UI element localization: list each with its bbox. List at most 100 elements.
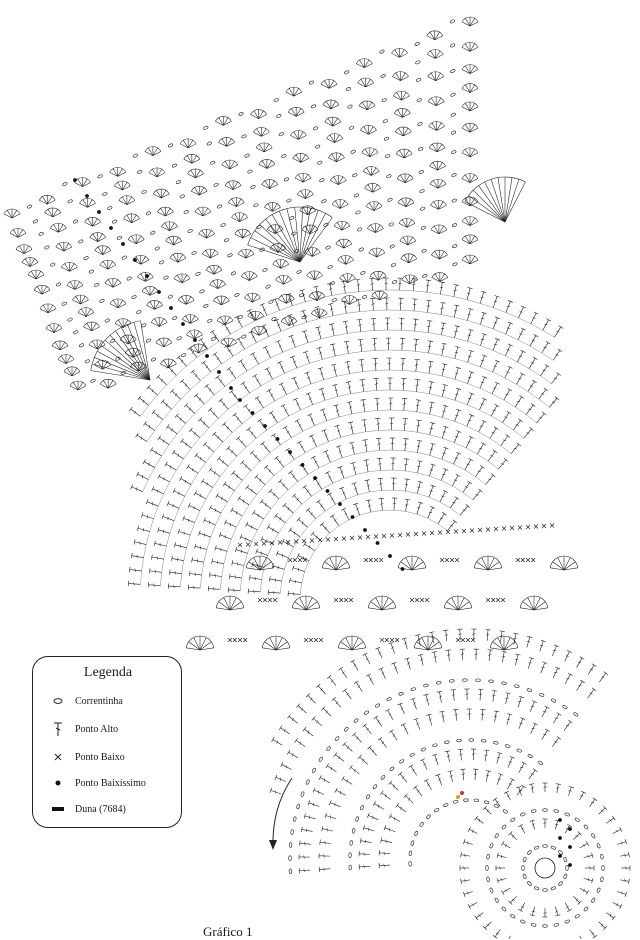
double-crochet-stitch [289,528,300,537]
legend: Legenda Correntinha Ponto Alto Ponto Bai… [32,656,182,828]
chain-stitch [321,199,326,203]
double-crochet-stitch [292,565,304,571]
chain-stitch [414,42,419,46]
double-crochet-stitch [322,429,329,441]
double-crochet-stitch [424,779,432,790]
single-crochet-stitch [390,534,394,538]
chain-stitch [389,766,394,771]
double-crochet-stitch [613,827,622,833]
fan-cluster [431,250,447,259]
single-crochet-stitch [438,531,442,535]
chain-stitch [327,265,332,269]
double-crochet-stitch [396,803,406,812]
double-crochet-stitch [293,398,300,410]
double-crochet-stitch [367,746,376,756]
chain-stitch [281,154,286,158]
chain-stitch [523,874,527,879]
chain-stitch [94,283,99,287]
double-crochet-stitch [380,791,390,800]
double-crochet-stitch [300,841,311,846]
chain-stitch [383,119,388,123]
double-crochet-stitch [455,367,461,379]
chain-stitch [344,727,349,732]
chain-stitch [122,255,127,259]
slip-stitch [288,450,292,454]
chain-stitch [97,174,102,178]
double-crochet-stitch [349,442,354,454]
fan-cluster [400,236,416,245]
chain-stitch [531,809,536,812]
slip-stitch [363,528,367,532]
double-crochet-stitch [359,864,370,869]
double-crochet-stitch [359,851,370,856]
double-crochet-stitch [584,853,593,858]
chain-stitch [107,206,112,210]
chain-stitch [207,141,212,145]
chain-stitch [583,906,588,911]
double-crochet-stitch [506,322,513,334]
double-crochet-stitch [385,318,390,330]
chain-stitch [150,231,155,235]
double-crochet-stitch [375,647,382,658]
chain-stitch [350,150,355,154]
double-crochet-stitch [551,372,560,383]
double-crochet-stitch [355,279,360,291]
chain-stitch [414,831,418,836]
chain-stitch [489,680,494,683]
double-crochet-stitch [488,650,493,661]
double-crochet-stitch [222,422,232,433]
chain-stitch [203,304,208,308]
double-crochet-stitch [136,433,147,442]
double-crochet-stitch [256,549,268,556]
double-crochet-stitch [417,440,422,452]
double-crochet-stitch [392,498,397,510]
double-crochet-stitch [341,508,349,520]
double-crochet-stitch [440,282,445,294]
fan-cluster [191,344,207,353]
chain-stitch [83,256,88,260]
double-crochet-stitch [199,531,211,537]
double-crochet-stitch [552,645,559,656]
chain-stitch [315,144,320,148]
fan-cluster [105,278,121,287]
double-crochet-stitch [319,867,330,872]
double-crochet-stitch [229,574,241,579]
double-crochet-stitch [429,402,434,414]
single-crochet-stitch [501,598,505,602]
double-crochet-stitch [188,585,200,590]
chain-stitch [514,684,519,688]
fan-cluster [394,108,410,117]
double-crochet-stitch [229,390,238,401]
fan-cluster [110,167,126,176]
chain-stitch [543,925,548,928]
fan-cluster [432,273,448,282]
double-crochet-stitch [297,441,305,453]
single-crochet-stitch [406,533,410,537]
chain-stitch [558,881,563,886]
fan-cluster [369,248,385,257]
double-crochet-stitch [330,344,335,356]
double-crochet-stitch [189,571,201,576]
chain-stitch [279,132,284,136]
double-crochet-stitch [319,775,330,783]
chain-stitch [505,744,510,748]
slip-stitch [313,476,317,480]
double-crochet-stitch [452,474,460,486]
double-crochet-stitch [401,723,408,734]
double-crochet-stitch [391,458,396,470]
chain-stitch [543,845,548,848]
double-crochet-stitch [542,706,549,717]
double-crochet-stitch [201,361,210,372]
chain-stitch [411,840,415,845]
double-crochet-stitch [528,657,534,668]
double-crochet-stitch [441,343,446,355]
single-crochet-stitch [254,542,258,546]
fan-cluster [338,255,354,264]
chain-stitch [452,262,457,266]
chain-stitch [99,299,104,303]
double-crochet-stitch [216,493,228,501]
fan-cluster [246,556,274,570]
double-crochet-stitch [585,865,594,870]
fan-cluster [160,359,176,368]
double-crochet-stitch [460,649,465,660]
